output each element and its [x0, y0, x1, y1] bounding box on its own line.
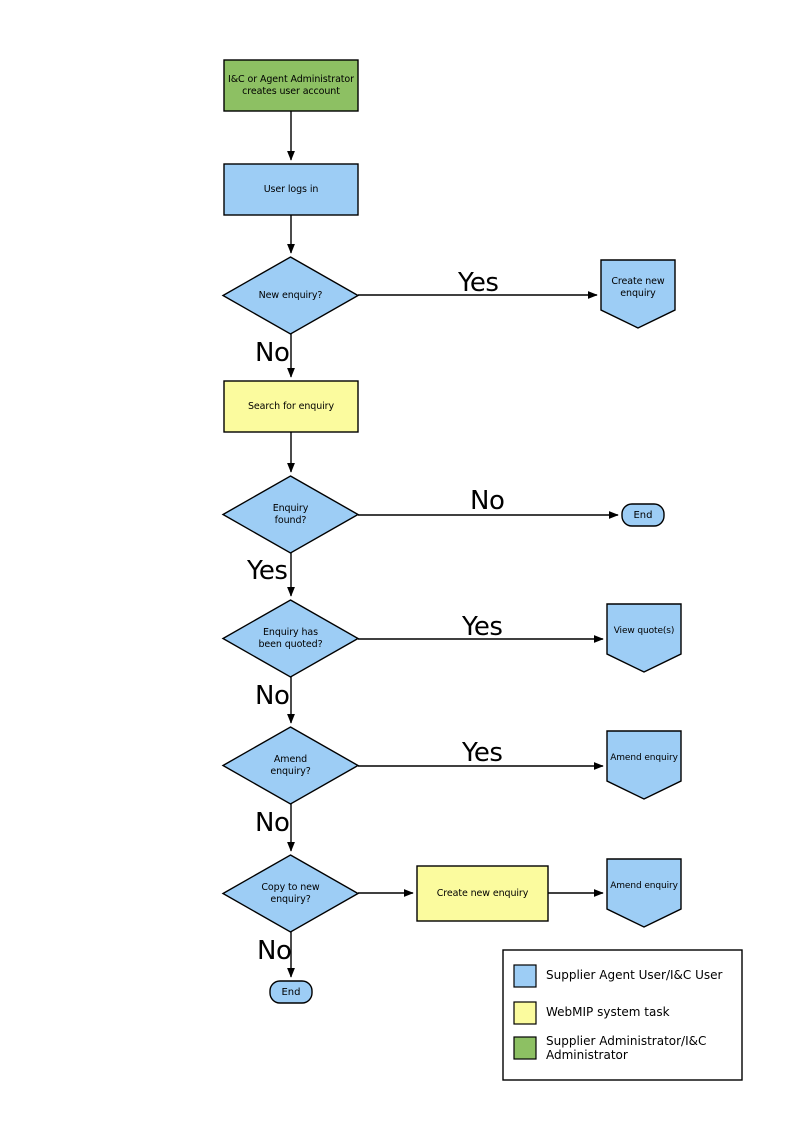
node-new-enquiry-decision: [221, 256, 360, 335]
node-view-quotes-pentagon: [606, 603, 682, 673]
node-amend-enquiry-decision: [221, 726, 360, 805]
legend-box: [502, 949, 743, 1081]
node-amend-enquiry-pentagon-1: [606, 730, 682, 800]
node-user-logs-in: [223, 163, 359, 216]
node-end-terminator-top: [621, 503, 665, 527]
node-end-terminator-bottom: [269, 980, 313, 1004]
legend-swatch-user: [513, 964, 537, 988]
node-amend-enquiry-pentagon-2: [606, 858, 682, 928]
node-create-new-enquiry-task: [416, 865, 549, 922]
node-search-for-enquiry: [223, 380, 359, 433]
node-copy-to-new-enquiry-decision: [221, 854, 360, 933]
node-admin-create-account: [223, 59, 359, 112]
node-enquiry-quoted-decision: [221, 599, 360, 678]
node-create-new-enquiry-pentagon: [600, 259, 676, 329]
legend-swatch-admin: [513, 1036, 537, 1060]
connector-group: [287, 111, 619, 978]
node-enquiry-found-decision: [221, 475, 360, 554]
legend-swatch-system: [513, 1001, 537, 1025]
